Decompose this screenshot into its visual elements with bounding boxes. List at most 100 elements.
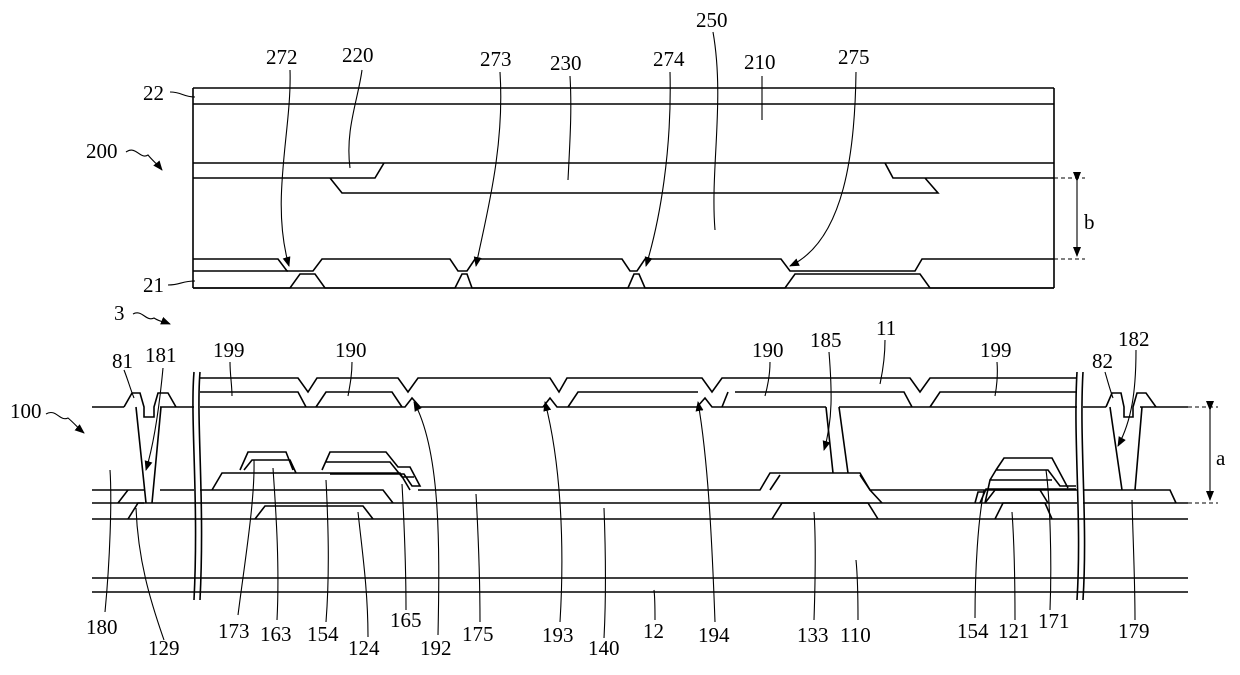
leader-190a bbox=[348, 362, 352, 396]
label-3: 3 bbox=[114, 301, 125, 325]
gate-insulator-upper-line bbox=[92, 473, 1176, 503]
label-154-left: 154 bbox=[307, 622, 339, 646]
leader-12 bbox=[654, 590, 655, 620]
label-81: 81 bbox=[112, 349, 133, 373]
leader-194 bbox=[698, 402, 715, 622]
label-179: 179 bbox=[1118, 619, 1150, 643]
leader-171 bbox=[1046, 470, 1051, 610]
label-124: 124 bbox=[348, 636, 380, 660]
label-140: 140 bbox=[588, 636, 620, 660]
leader-274 bbox=[646, 72, 670, 266]
leader-250 bbox=[713, 32, 718, 230]
label-175: 175 bbox=[462, 622, 494, 646]
leader-200 bbox=[126, 150, 162, 170]
passivation-top-line bbox=[92, 398, 1188, 407]
pixel-electrode-profile bbox=[200, 378, 1077, 392]
leader-179 bbox=[1132, 500, 1135, 620]
leader-185 bbox=[824, 352, 831, 450]
contact-181-left bbox=[124, 393, 176, 503]
leader-110 bbox=[856, 560, 858, 620]
leader-124 bbox=[358, 512, 368, 637]
label-22: 22 bbox=[143, 81, 164, 105]
leader-220 bbox=[349, 70, 362, 168]
label-133: 133 bbox=[797, 623, 829, 647]
storage-170 bbox=[985, 490, 1048, 503]
label-272: 272 bbox=[266, 45, 298, 69]
label-100: 100 bbox=[10, 399, 42, 423]
label-199-right: 199 bbox=[980, 338, 1012, 362]
leader-3 bbox=[133, 313, 170, 324]
leader-154b bbox=[975, 490, 984, 618]
pixel-electrode-lower-profile bbox=[200, 392, 1077, 407]
tft-ohmic-163 bbox=[244, 460, 296, 473]
electrode-layer-lower-line bbox=[193, 271, 1054, 288]
label-129: 129 bbox=[148, 636, 180, 660]
label-199-left: 199 bbox=[213, 338, 245, 362]
leader-121 bbox=[1012, 512, 1015, 620]
label-182: 182 bbox=[1118, 327, 1150, 351]
tft-gate-121 bbox=[995, 503, 1052, 519]
label-230: 230 bbox=[550, 51, 582, 75]
label-275: 275 bbox=[838, 45, 870, 69]
leader-272 bbox=[281, 70, 290, 266]
tft-gate-124 bbox=[255, 506, 373, 519]
label-220: 220 bbox=[342, 43, 374, 67]
layer-220-profile bbox=[193, 163, 1054, 193]
label-165: 165 bbox=[390, 608, 422, 632]
leader-275 bbox=[790, 72, 856, 266]
gate-line-129 bbox=[118, 490, 144, 519]
contact-185 bbox=[826, 407, 848, 473]
label-210: 210 bbox=[744, 50, 776, 74]
label-181: 181 bbox=[145, 343, 177, 367]
upper-panel bbox=[193, 88, 1085, 288]
label-173: 173 bbox=[218, 619, 250, 643]
leader-190b bbox=[765, 362, 770, 396]
label-273: 273 bbox=[480, 47, 512, 71]
label-274: 274 bbox=[653, 47, 685, 71]
label-11: 11 bbox=[876, 316, 896, 340]
label-a: a bbox=[1216, 446, 1226, 470]
label-110: 110 bbox=[840, 623, 871, 647]
label-190-right: 190 bbox=[752, 338, 784, 362]
leader-193 bbox=[545, 402, 562, 622]
label-154-right: 154 bbox=[957, 619, 989, 643]
leader-133 bbox=[814, 512, 815, 620]
label-194: 194 bbox=[698, 623, 730, 647]
leader-22 bbox=[170, 92, 195, 97]
label-193: 193 bbox=[542, 623, 574, 647]
leader-154a bbox=[326, 480, 328, 622]
label-12: 12 bbox=[643, 619, 664, 643]
leader-199b bbox=[995, 362, 997, 396]
upper-panel-outline bbox=[193, 88, 1054, 288]
leader-lines bbox=[46, 32, 1136, 640]
label-180: 180 bbox=[86, 615, 118, 639]
label-163: 163 bbox=[260, 622, 292, 646]
label-b: b bbox=[1084, 210, 1095, 234]
label-190-left: 190 bbox=[335, 338, 367, 362]
leader-175 bbox=[476, 494, 480, 622]
leader-230 bbox=[568, 76, 571, 180]
leader-182 bbox=[1118, 350, 1136, 446]
label-185: 185 bbox=[810, 328, 842, 352]
tft-source-173 bbox=[240, 452, 293, 470]
leader-199a bbox=[230, 362, 232, 396]
storage-electrode-133 bbox=[772, 503, 878, 519]
stack-760 bbox=[770, 475, 882, 503]
leader-81 bbox=[124, 370, 134, 398]
label-250: 250 bbox=[696, 8, 728, 32]
label-121: 121 bbox=[998, 619, 1030, 643]
label-21: 21 bbox=[143, 273, 164, 297]
electrode-layer-upper-line bbox=[193, 259, 1054, 271]
leader-180 bbox=[105, 470, 111, 612]
leader-82 bbox=[1105, 372, 1113, 398]
tft-semiconductor-154 bbox=[212, 473, 410, 490]
lower-panel bbox=[92, 372, 1218, 600]
leader-21 bbox=[168, 281, 195, 285]
label-192: 192 bbox=[420, 636, 452, 660]
label-200: 200 bbox=[86, 139, 118, 163]
leader-129 bbox=[136, 508, 164, 640]
label-82: 82 bbox=[1092, 349, 1113, 373]
label-171: 171 bbox=[1038, 609, 1070, 633]
leader-140 bbox=[604, 508, 606, 638]
